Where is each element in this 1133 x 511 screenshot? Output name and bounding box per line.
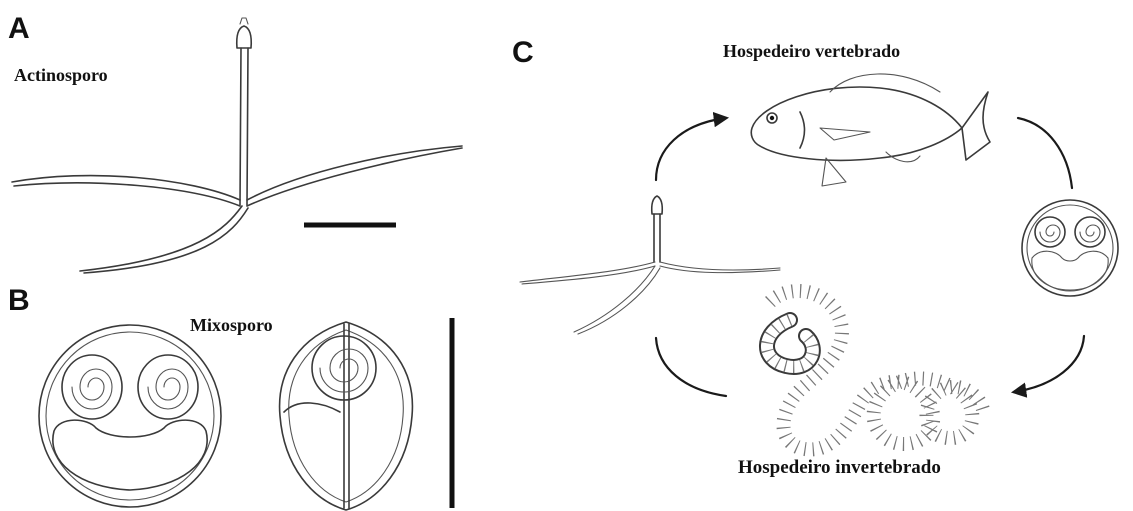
cycle-arrow-icon bbox=[1014, 336, 1084, 392]
myxospore-icon bbox=[1022, 200, 1118, 296]
fish-icon bbox=[751, 74, 990, 186]
myxospore-icon bbox=[39, 322, 412, 510]
actinospore-icon bbox=[520, 196, 780, 334]
cycle-arrow-icon bbox=[656, 338, 726, 396]
oligochaete-worm-icon bbox=[767, 291, 984, 449]
cycle-arrow-icon bbox=[656, 118, 726, 180]
cycle-arrow-icon bbox=[1018, 118, 1072, 188]
actinospore-icon bbox=[12, 18, 462, 273]
